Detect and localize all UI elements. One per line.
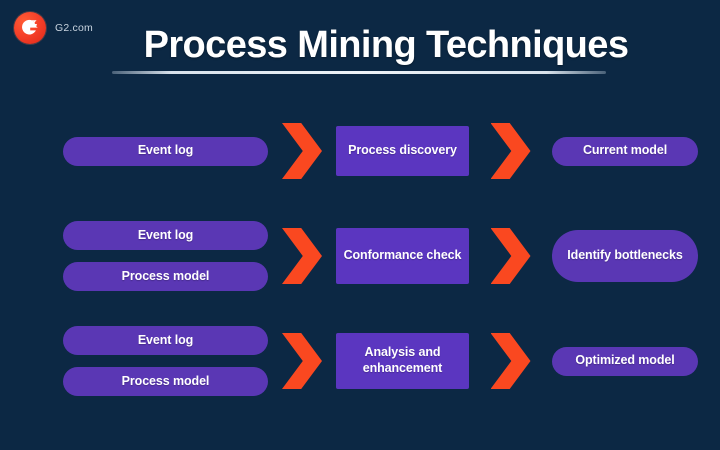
process-slot: Conformance check <box>336 228 469 284</box>
diagram-row-analysis-enhancement: Event log Process model Analysis and enh… <box>0 318 720 404</box>
brand-logo: G2.com <box>14 12 93 44</box>
output-slot: Current model <box>552 136 698 166</box>
row-inputs: Event log Process model <box>63 326 268 396</box>
process-node-process-discovery[interactable]: Process discovery <box>336 126 469 176</box>
chevron-right-icon <box>282 123 322 179</box>
process-slot: Analysis and enhancement <box>336 333 469 389</box>
page-title: Process Mining Techniques <box>143 24 629 66</box>
input-node-process-model[interactable]: Process model <box>63 262 268 291</box>
arrow-slot <box>268 333 336 389</box>
output-node-identify-bottlenecks[interactable]: Identify bottlenecks <box>552 230 698 282</box>
page-title-wrap: Process Mining Techniques <box>0 26 720 64</box>
input-node-event-log[interactable]: Event log <box>63 326 268 355</box>
input-node-event-log[interactable]: Event log <box>63 221 268 250</box>
g2-logo-icon <box>14 12 46 44</box>
output-slot: Optimized model <box>552 346 698 376</box>
arrow-slot <box>268 228 336 284</box>
chevron-right-icon <box>282 333 322 389</box>
arrow-slot <box>268 123 336 179</box>
diagram-row-process-discovery: Event log Process discovery Current mode… <box>0 108 720 194</box>
chevron-right-icon <box>282 228 322 284</box>
chevron-right-icon <box>490 123 531 179</box>
input-node-event-log[interactable]: Event log <box>63 136 268 166</box>
arrow-slot-2 <box>469 333 552 389</box>
arrow-slot-2 <box>469 228 552 284</box>
row-inputs: Event log <box>63 136 268 166</box>
title-underline-divider <box>112 71 606 74</box>
chevron-right-icon <box>490 228 531 284</box>
input-node-process-model[interactable]: Process model <box>63 367 268 396</box>
process-slot: Process discovery <box>336 126 469 176</box>
output-slot: Identify bottlenecks <box>552 230 698 282</box>
output-node-current-model[interactable]: Current model <box>552 136 698 166</box>
output-node-optimized-model[interactable]: Optimized model <box>552 346 698 376</box>
arrow-slot-2 <box>469 123 552 179</box>
diagram-row-conformance-check: Event log Process model Conformance chec… <box>0 213 720 299</box>
process-mining-diagram: Event log Process discovery Current mode… <box>0 108 720 404</box>
process-node-conformance-check[interactable]: Conformance check <box>336 228 469 284</box>
row-inputs: Event log Process model <box>63 221 268 291</box>
process-node-analysis-enhancement[interactable]: Analysis and enhancement <box>336 333 469 389</box>
brand-name: G2.com <box>55 22 93 34</box>
chevron-right-icon <box>490 333 531 389</box>
